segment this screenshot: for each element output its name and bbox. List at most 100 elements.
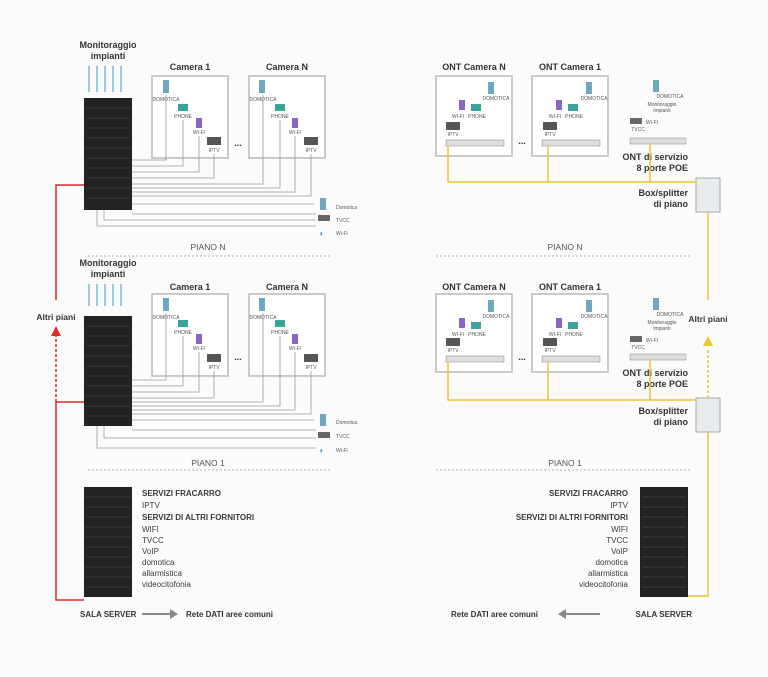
wifi-label: WI-FI: [549, 114, 561, 120]
ont-servizio-label-1: ONT di servizio: [622, 152, 688, 162]
roomN-title: Camera N: [266, 282, 308, 292]
phone-icon: [178, 104, 188, 111]
splitter-label-2: di piano: [654, 417, 689, 427]
phone-icon: [275, 104, 285, 111]
left-floor-1: Monitoraggio impianti Camera 1 Camera N …: [80, 258, 357, 471]
tv-icon: [543, 338, 557, 346]
wifi-label: WI-FI: [452, 114, 464, 120]
camera-icon: [630, 118, 642, 124]
wifi-device-icon: [196, 118, 202, 128]
altri-piani-label: Altri piani: [36, 312, 75, 322]
ontN-title: ONT Camera N: [442, 62, 506, 72]
phone-icon: [568, 104, 578, 111]
phone-label: PHONE: [468, 332, 486, 338]
domotica-label: DOMOTICA: [581, 96, 609, 102]
camera-icon: [318, 215, 330, 221]
right-server-room: SERVIZI FRACARRO IPTV SERVIZI DI ALTRI F…: [451, 487, 692, 619]
arrow-head-icon: [170, 609, 178, 619]
splitter-box-icon: [695, 397, 721, 433]
ont-switch-icon: [445, 139, 505, 147]
arrow-up-icon: [51, 326, 61, 336]
wifi-label: WI-FI: [289, 130, 301, 136]
phone-label: PHONE: [271, 330, 289, 336]
right-floor-n: ONT Camera N ONT Camera 1 ... DOMOTICA W…: [435, 62, 721, 257]
left-server-room: SERVIZI FRACARRO IPTV SERVIZI DI ALTRI F…: [80, 487, 273, 619]
ont-switch-icon: [541, 355, 601, 363]
service-line: TVCC: [606, 536, 628, 545]
arrow-head-icon: [558, 609, 566, 619]
monitoring-antenna-icon: [88, 284, 122, 306]
wifi-label: WI-FI: [549, 332, 561, 338]
cabling-lines: [96, 95, 316, 227]
common-domotica-label: Domotica: [336, 205, 357, 211]
splitter-label-1: Box/splitter: [638, 406, 688, 416]
ont1-title: ONT Camera 1: [539, 62, 601, 72]
wifi-device-icon: [459, 318, 465, 328]
intercom-icon: [653, 298, 659, 310]
tv-icon: [446, 338, 460, 346]
rooms-ellipsis: ...: [234, 138, 242, 148]
wifi-device-icon: [556, 318, 562, 328]
service-wifi-label: WI-FI: [646, 338, 658, 344]
wifi-label: WI-FI: [452, 332, 464, 338]
iptv-label: IPTV: [208, 365, 220, 371]
room1-title: Camera 1: [170, 62, 211, 72]
left-uplink: Altri piani: [36, 184, 84, 601]
wifi-label: WI-FI: [289, 346, 301, 352]
fiber-lines: [447, 144, 696, 183]
right-floor-1: ONT Camera N ONT Camera 1 ... DOMOTICA W…: [435, 282, 721, 471]
service-domotica-label: DOMOTICA: [657, 312, 685, 318]
fiber-lines: [447, 360, 696, 401]
ont-switch-icon: [445, 355, 505, 363]
service-monitor-label-2: impianti: [653, 108, 670, 114]
service-tvcc-label: TVCC: [631, 127, 645, 133]
tv-icon: [446, 122, 460, 130]
ontN-title: ONT Camera N: [442, 282, 506, 292]
intercom-icon: [259, 80, 265, 93]
cabling-lines: [96, 313, 316, 449]
service-line: SERVIZI DI ALTRI FORNITORI: [142, 513, 254, 522]
ont-ellipsis: ...: [518, 136, 526, 146]
rete-dati-label: Rete DATI aree comuni: [451, 610, 538, 619]
server-rack-icon: [640, 487, 688, 597]
wifi-label: WI-FI: [193, 130, 205, 136]
service-line: allarmistica: [588, 569, 629, 578]
service-line: domotica: [596, 558, 629, 567]
phone-label: PHONE: [468, 114, 486, 120]
ont-poe-switch-icon: [629, 137, 687, 145]
service-line: VoIP: [611, 547, 628, 556]
common-domotica-label: Domotica: [336, 420, 357, 426]
service-tvcc-label: TVCC: [631, 345, 645, 351]
room1-title: Camera 1: [170, 282, 211, 292]
domotica-label: DOMOTICA: [581, 314, 609, 320]
common-wifi-label: Wi-Fi: [336, 231, 348, 237]
phone-icon: [568, 322, 578, 329]
sala-server-label: SALA SERVER: [80, 610, 137, 619]
camera-icon: [318, 432, 330, 438]
tv-icon: [543, 122, 557, 130]
wifi-device-icon: [292, 118, 298, 128]
phone-icon: [275, 320, 285, 327]
piano-label: PIANO N: [548, 242, 583, 252]
intercom-icon: [488, 300, 494, 312]
altri-piani-label: Altri piani: [688, 314, 727, 324]
iptv-label: IPTV: [447, 132, 459, 138]
service-line: WIFI: [611, 525, 628, 534]
common-tvcc-label: TVCC: [336, 434, 350, 440]
phone-label: PHONE: [174, 114, 192, 120]
iptv-label: IPTV: [447, 348, 459, 354]
service-monitor-label-2: impianti: [653, 326, 670, 332]
wifi-device-icon: [292, 334, 298, 344]
wifi-device-icon: [459, 100, 465, 110]
wifi-icon: ◗: [319, 446, 324, 455]
piano-label: PIANO N: [191, 242, 226, 252]
right-uplink: Altri piani: [688, 212, 728, 597]
monitoring-label-1: Monitoraggio: [80, 258, 137, 268]
iptv-label: IPTV: [544, 132, 556, 138]
service-line: IPTV: [142, 501, 160, 510]
phone-icon: [471, 322, 481, 329]
service-line: SERVIZI DI ALTRI FORNITORI: [516, 513, 628, 522]
phone-label: PHONE: [271, 114, 289, 120]
intercom-icon: [259, 298, 265, 311]
